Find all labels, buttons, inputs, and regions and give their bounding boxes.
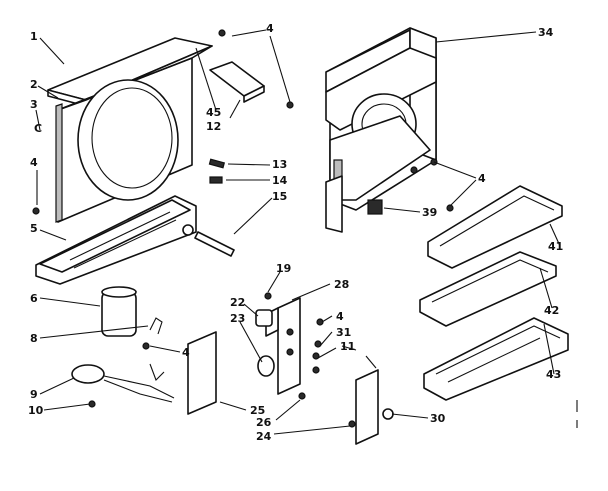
control-cover	[187, 331, 217, 415]
leader-lines	[35, 29, 561, 435]
callout-23: 23	[230, 312, 245, 325]
callout-12: 12	[206, 120, 221, 133]
callout-11: 11	[340, 340, 355, 353]
callout-15: 15	[272, 190, 287, 203]
drip-tray	[419, 251, 557, 327]
callout-28: 28	[334, 278, 349, 291]
callout-43: 43	[546, 368, 561, 381]
callout-4a: 4	[30, 156, 38, 169]
callout-4e: 4	[478, 172, 486, 185]
terminal-plate	[355, 369, 379, 445]
fan-housing	[325, 27, 437, 233]
callout-10: 10	[28, 404, 44, 417]
callout-9: 9	[30, 388, 38, 401]
capacitor	[101, 286, 137, 337]
front-frame-panel	[47, 37, 213, 223]
callout-4c: 4	[266, 22, 274, 35]
callout-45: 45	[206, 106, 221, 119]
screws-13-14	[208, 158, 226, 184]
control-knobs	[255, 309, 275, 377]
callout-30: 30	[430, 412, 446, 425]
callout-14: 14	[272, 174, 288, 187]
callout-4d: 4	[336, 310, 344, 323]
callout-34: 34	[538, 26, 554, 39]
callout-6: 6	[30, 292, 38, 305]
callout-42: 42	[544, 304, 559, 317]
callout-3-mark: C	[34, 122, 42, 135]
mounting-rail	[427, 185, 563, 269]
callout-1: 1	[30, 30, 38, 43]
callout-25: 25	[250, 404, 265, 417]
callout-5: 5	[30, 222, 38, 235]
wire-harness	[71, 363, 175, 403]
mounting-bracket	[209, 29, 294, 109]
clip	[149, 317, 163, 335]
switch	[367, 199, 383, 215]
callout-26: 26	[256, 416, 272, 429]
callout-labels: 1 2 3 C 4 5 6 8 9 10 4 4 45 12 13 14 15 …	[28, 22, 563, 443]
callout-19: 19	[276, 262, 291, 275]
callout-31: 31	[336, 326, 351, 339]
base-tray	[423, 317, 569, 401]
callout-13: 13	[272, 158, 287, 171]
callout-4b: 4	[182, 346, 190, 359]
callout-24: 24	[256, 430, 272, 443]
callout-8: 8	[30, 332, 38, 345]
base-pan	[35, 195, 197, 285]
callout-39: 39	[422, 206, 437, 219]
callout-3: 3	[30, 98, 38, 111]
shaft	[194, 231, 235, 257]
callout-41: 41	[548, 240, 563, 253]
callout-22: 22	[230, 296, 245, 309]
callout-2: 2	[30, 78, 38, 91]
